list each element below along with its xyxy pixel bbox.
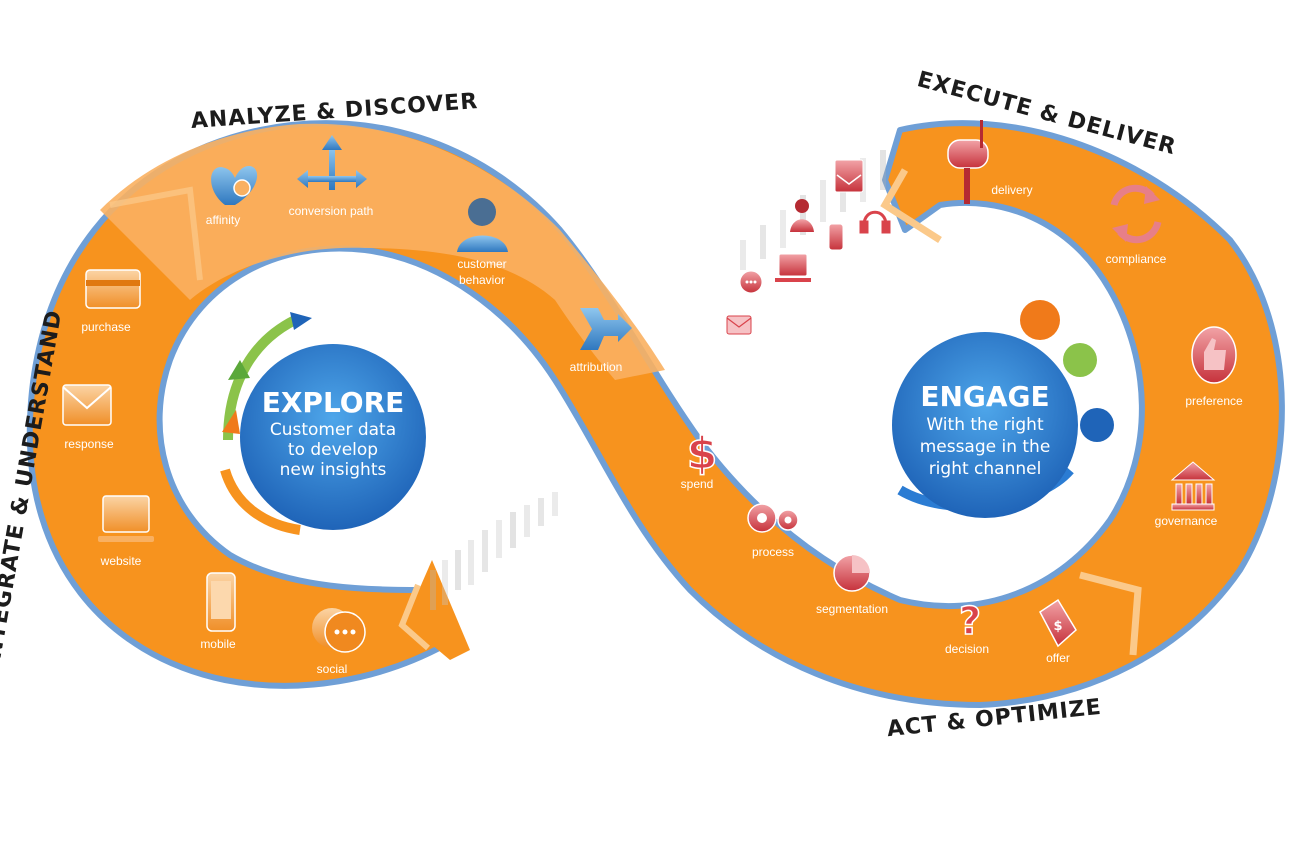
floating-chat-icon [739,270,763,294]
node-spend: $ spend [681,427,718,491]
node-offer: $ offer [1039,598,1077,665]
node-label-attribution: attribution [570,360,623,374]
chat-bubble-icon [312,608,366,653]
merge-arrow-icon [580,308,632,350]
engage-hub: ENGAGE With the right message in the rig… [892,300,1114,518]
svg-text:$: $ [1053,619,1062,634]
node-label-mobile: mobile [200,637,236,651]
node-label-governance: governance [1155,514,1218,528]
node-governance: governance [1155,461,1218,528]
node-label-website: website [100,554,142,568]
explore-hub: EXPLORE Customer data to develop new ins… [220,312,426,535]
node-process: process [747,503,799,559]
node-label-decision: decision [945,642,989,656]
node-segmentation: segmentation [816,554,888,616]
monitor-icon [98,495,154,542]
floating-monitor-icon [775,253,811,282]
dollar-icon: $ [687,428,718,479]
mailbox-icon [947,120,989,204]
node-conversion-path: conversion path [289,135,374,218]
building-icon [1170,461,1216,511]
floating-mail-icon [726,315,752,335]
node-label-affinity: affinity [206,213,240,227]
node-label-conversion-path: conversion path [289,204,374,218]
node-purchase: purchase [81,269,141,334]
node-delivery: delivery [947,120,1033,204]
node-label-customer: customer [457,257,506,271]
engage-title: ENGAGE [920,380,1049,413]
floating-phone-icon [828,223,844,251]
smartphone-icon [206,572,236,632]
floating-envelope-icon [834,159,864,193]
credit-card-icon [85,269,141,309]
node-label-purchase: purchase [81,320,131,334]
explore-line-1: Customer data [270,420,396,440]
explore-line-2: to develop [288,440,378,460]
node-compliance: compliance [1106,184,1167,266]
engage-line-1: With the right [926,415,1044,435]
node-attribution: attribution [570,308,632,374]
floating-headset-icon [859,210,891,234]
explore-title: EXPLORE [262,386,405,419]
node-affinity: affinity [206,165,258,227]
pie-chart-icon [833,554,871,592]
node-label-spend: spend [681,477,714,491]
node-preference: preference [1185,326,1243,408]
engage-line-2: message in the [920,437,1051,457]
node-website: website [98,495,154,568]
node-label-behavior: behavior [459,273,505,287]
person-icon [457,198,508,252]
floating-channel-icons [726,159,891,335]
engage-line-3: right channel [929,459,1042,479]
node-label-response: response [64,437,114,451]
node-label-offer: offer [1046,651,1070,665]
node-label-compliance: compliance [1106,252,1167,266]
node-mobile: mobile [200,572,236,651]
node-label-delivery: delivery [991,183,1032,197]
floating-person-icon [790,199,814,232]
question-mark-icon: ? [959,599,981,643]
node-social: social [312,608,366,676]
thumbs-up-icon [1191,326,1237,384]
gears-icon [747,503,799,533]
envelope-icon [62,384,112,426]
node-decision: ? decision [945,598,989,656]
node-label-social: social [317,662,348,676]
node-label-preference: preference [1185,394,1243,408]
node-customer-behavior: customer behavior [457,198,508,287]
price-tag-icon: $ [1039,598,1077,648]
explore-line-3: new insights [280,460,387,480]
node-label-segmentation: segmentation [816,602,888,616]
node-label-process: process [752,545,794,559]
branching-arrows-icon [297,135,367,190]
node-response: response [62,384,114,451]
